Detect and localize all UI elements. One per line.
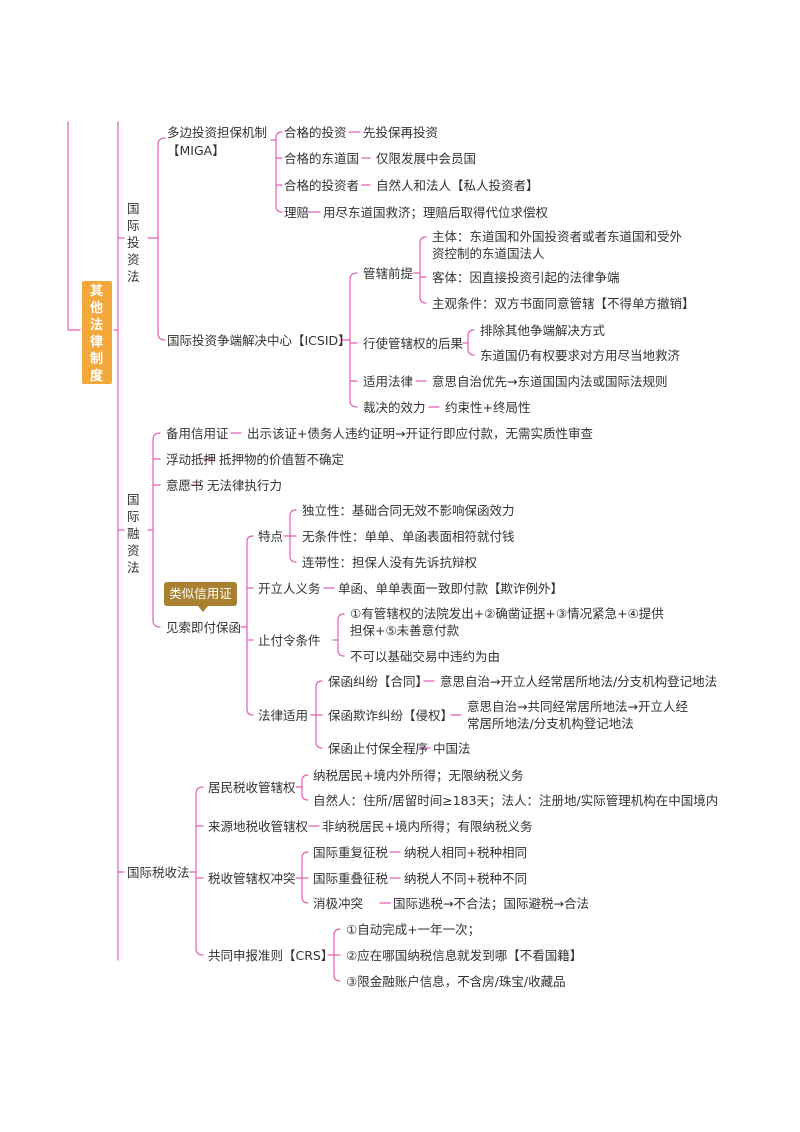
callout-similar-lc: 类似信用证	[164, 582, 237, 606]
crs-item: ②应在哪国纳税信息就发到哪【不看国籍】	[346, 948, 583, 963]
branch-investment-law: 国际投资法	[127, 201, 140, 284]
guarantee-law-value: 中国法	[433, 741, 471, 756]
feature-item: 连带性：担保人没有先诉抗辩权	[302, 555, 478, 570]
applicable-law-key: 适用法律	[363, 374, 414, 389]
guarantee-law-node: 法律适用	[258, 708, 309, 723]
standby-lc-key: 备用信用证	[166, 426, 229, 441]
conflict-value: 纳税人不同+税种不同	[404, 871, 527, 886]
crs-item: ①自动完成+一年一次；	[346, 922, 481, 937]
floating-charge-value: 抵押物的价值暂不确定	[219, 452, 345, 467]
resident-jurisdiction-node: 居民税收管辖权	[208, 780, 296, 795]
effect-item: 东道国仍有权要求对方用尽当地救济	[480, 348, 681, 363]
root-node: 其他法律制度	[82, 281, 112, 384]
miga-item-value: 仅限发展中会员国	[376, 151, 477, 166]
resident-item: 自然人：住所/居留时间≥183天；法人：注册地/实际管理机构在中国境内	[313, 793, 719, 808]
stop-payment-item: 不可以基础交易中违约为由	[350, 649, 501, 664]
stop-payment-item: ①有管辖权的法院发出+②确凿证据+③情况紧急+④提供担保+⑤未善意付款	[350, 606, 664, 638]
branch-tax-law: 国际税收法	[127, 865, 190, 880]
miga-item-key: 理赔	[284, 205, 310, 220]
miga-item-key: 合格的投资	[284, 125, 347, 140]
resident-item: 纳税居民+境内外所得；无限纳税义务	[313, 768, 524, 783]
guarantee-law-key: 保函止付保全程序	[328, 741, 429, 756]
effect-node: 行使管辖权的后果	[363, 336, 464, 351]
icsid-node: 国际投资争端解决中心【ICSID】	[167, 333, 351, 348]
guarantee-law-value: 意思自治→开立人经常居所地法/分支机构登记地法	[440, 674, 718, 689]
conflict-key: 国际重复征税	[313, 845, 389, 860]
crs-item: ③限金融账户信息，不含房/珠宝/收藏品	[346, 974, 566, 989]
guarantee-law-key: 保函欺诈纠纷【侵权】	[328, 708, 454, 723]
jurisdiction-conflict-node: 税收管辖权冲突	[208, 871, 296, 886]
issuer-obligation-value: 单函、单单表面一致即付款【欺诈例外】	[338, 581, 564, 596]
demand-guarantee-node: 见索即付保函	[166, 620, 242, 635]
crs-node: 共同申报准则【CRS】	[208, 948, 334, 963]
conflict-key: 国际重叠征税	[313, 871, 389, 886]
branch-finance-law: 国际融资法	[127, 492, 140, 575]
miga-item-value: 自然人和法人【私人投资者】	[376, 178, 539, 193]
floating-charge-key: 浮动抵押	[166, 452, 217, 467]
feature-item: 独立性：基础合同无效不影响保函效力	[302, 503, 515, 518]
jurisdiction-item: 主体：东道国和外国投资者或者东道国和受外资控制的东道国法人	[432, 229, 683, 261]
feature-item: 无条件性：单单、单函表面相符就付钱	[302, 529, 515, 544]
conflict-value: 纳税人相同+税种相同	[404, 845, 527, 860]
award-effect-value: 约束性+终局性	[445, 400, 531, 415]
miga-item-value: 用尽东道国救济；理赔后取得代位求偿权	[323, 205, 549, 220]
issuer-obligation-key: 开立人义务	[258, 581, 321, 596]
miga-item-key: 合格的东道国	[284, 151, 360, 166]
letter-of-intent-value: 无法律执行力	[207, 478, 283, 493]
conflict-key: 消极冲突	[313, 896, 364, 911]
standby-lc-value: 出示该证+债务人违约证明→开证行即应付款，无需实质性审查	[247, 426, 593, 441]
miga-item-value: 先投保再投资	[363, 125, 439, 140]
jurisdiction-node: 管辖前提	[363, 266, 414, 281]
guarantee-law-key: 保函纠纷【合同】	[328, 674, 429, 689]
guarantee-law-value: 意思自治→共同经常居所地法→开立人经常居所地法/分支机构登记地法	[467, 699, 688, 731]
applicable-law-value: 意思自治优先→东道国国内法或国际法规则	[432, 374, 668, 389]
award-effect-key: 裁决的效力	[363, 400, 426, 415]
conflict-value: 国际逃税→不合法；国际避税→合法	[393, 896, 589, 911]
source-jurisdiction-key: 来源地税收管辖权	[208, 819, 309, 834]
stop-payment-node: 止付令条件	[258, 633, 321, 648]
source-jurisdiction-value: 非纳税居民+境内所得；有限纳税义务	[322, 819, 533, 834]
letter-of-intent-key: 意愿书	[166, 478, 204, 493]
miga-item-key: 合格的投资者	[284, 178, 360, 193]
features-node: 特点	[258, 529, 284, 544]
callout-pointer	[198, 606, 208, 612]
jurisdiction-item: 客体：因直接投资引起的法律争端	[432, 270, 620, 285]
miga-node: 多边投资担保机制【MIGA】	[167, 125, 268, 158]
jurisdiction-item: 主观条件：双方书面同意管辖【不得单方撤销】	[432, 296, 695, 311]
effect-item: 排除其他争端解决方式	[480, 323, 606, 338]
